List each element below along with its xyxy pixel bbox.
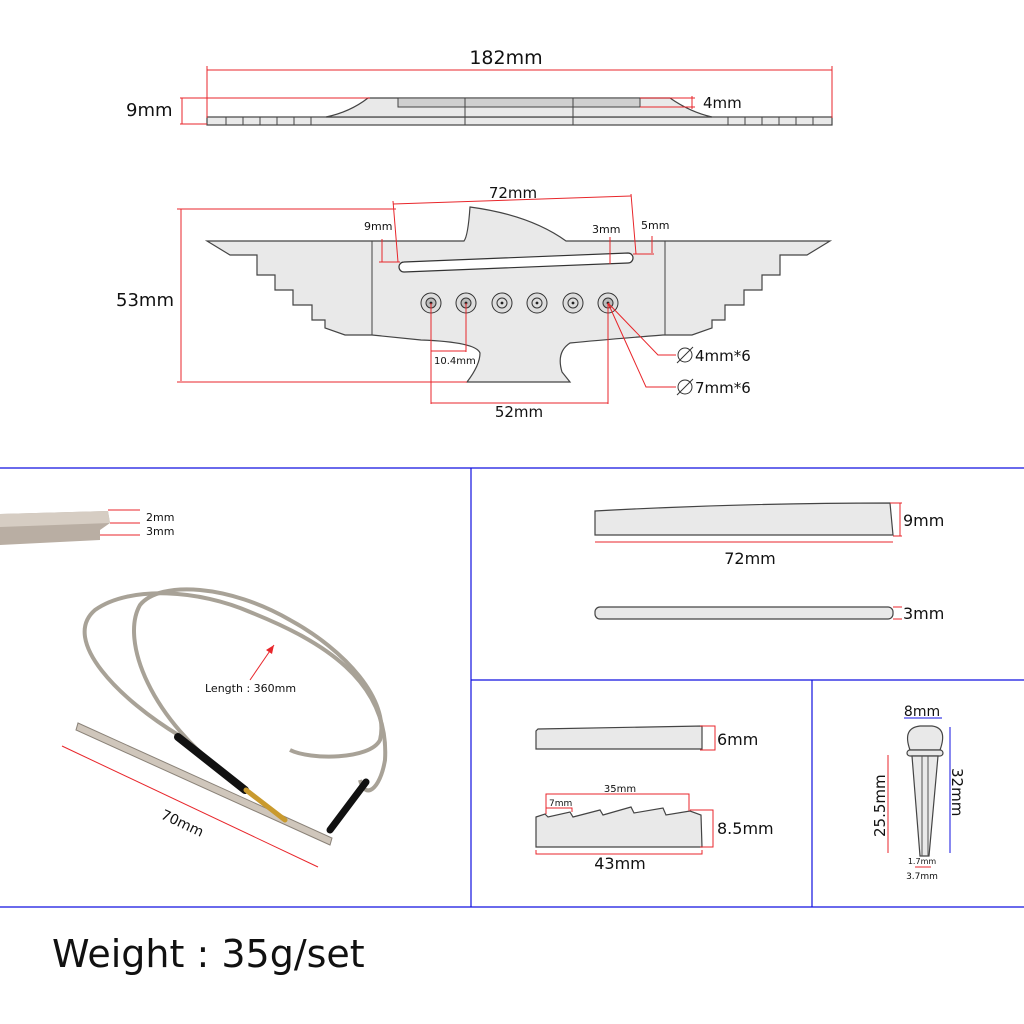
pickup-thickness-top-label: 2mm [146, 511, 174, 524]
nut-flat-height-label: 6mm [717, 730, 758, 749]
outer-hole-label: 7mm*6 [695, 379, 751, 397]
pin-tip-inner-label: 1.7mm [908, 857, 937, 866]
pin-hole [526, 292, 548, 314]
weight-label: Weight : 35g/set [52, 932, 365, 976]
bridge-profile-base [206, 116, 833, 126]
pin-hole [491, 292, 513, 314]
pickup-thickness-bottom-label: 3mm [146, 525, 174, 538]
slot-offset-right-label: 5mm [641, 219, 669, 232]
panel-dividers [0, 467, 1024, 908]
saddle-slot [398, 252, 634, 273]
saddle-height-label: 9mm [903, 511, 944, 530]
bridge-length-label: 182mm [469, 47, 542, 69]
saddle-side-view [594, 502, 894, 536]
pin-spacing-label: 10.4mm [434, 356, 476, 367]
bridge-profile-view: 182mm 9mm 4mm [126, 47, 833, 126]
bridge-pin-panel: 8mm 32mm 25.5mm 1.7mm 3.7mm [871, 704, 966, 882]
bridge-pin-collar [906, 749, 944, 757]
saddle-thickness-label: 3mm [903, 604, 944, 623]
pin-total-length-label: 32mm [948, 768, 966, 816]
bridge-pin-head [907, 725, 944, 751]
bridge-pin-shaft [911, 755, 939, 857]
pickup-bar-closeup: 2mm 3mm [0, 509, 174, 545]
pickup-panel: 2mm 3mm Length : 360mm 70mm [0, 509, 388, 868]
bridge-outline [204, 206, 833, 383]
saddle-length-label: 72mm [724, 549, 776, 568]
diameter-icon [676, 378, 694, 396]
bridge-top-view: 53mm 72mm 9mm 3mm 5mm 10.4mm 52mm 4mm*6 … [116, 184, 833, 421]
nut-side-view [535, 806, 703, 848]
nut-length-label: 43mm [594, 854, 646, 873]
bar-length-label: 70mm [158, 807, 206, 841]
pin-shaft-length-label: 25.5mm [871, 774, 889, 837]
nut-top-view [535, 725, 703, 750]
pickup-cable [82, 587, 388, 793]
slot-length-label: 72mm [489, 184, 537, 202]
slot-depth-label: 4mm [703, 94, 742, 112]
pin-hole [562, 292, 584, 314]
inner-hole-label: 4mm*6 [695, 347, 751, 365]
pin-tip-outer-label: 3.7mm [906, 872, 938, 882]
bridge-width-label: 53mm [116, 290, 174, 311]
pin-head-width-label: 8mm [904, 704, 940, 720]
nut-first-slot-label: 7mm [549, 799, 572, 809]
nut-height-label: 8.5mm [717, 819, 774, 838]
heat-shrink-tube [174, 733, 249, 794]
diameter-icon [676, 346, 694, 364]
pin-span-label: 52mm [495, 403, 543, 421]
nut-panel: 6mm 35mm 7mm 8.5mm 43mm [535, 725, 774, 873]
gold-connector-plug [243, 787, 288, 823]
pickup-bar [75, 722, 333, 846]
bridge-height-label: 9mm [126, 100, 173, 121]
slot-width-label: 3mm [592, 223, 620, 236]
slot-offset-left-label: 9mm [364, 220, 392, 233]
saddle-panel: 9mm 72mm 3mm [594, 502, 944, 623]
cable-length-label: Length : 360mm [205, 682, 296, 695]
saddle-top-view [594, 606, 894, 620]
saddle-slot-profile [397, 97, 641, 108]
nut-string-span-label: 35mm [604, 784, 636, 795]
cable-end-sleeve [326, 778, 370, 834]
